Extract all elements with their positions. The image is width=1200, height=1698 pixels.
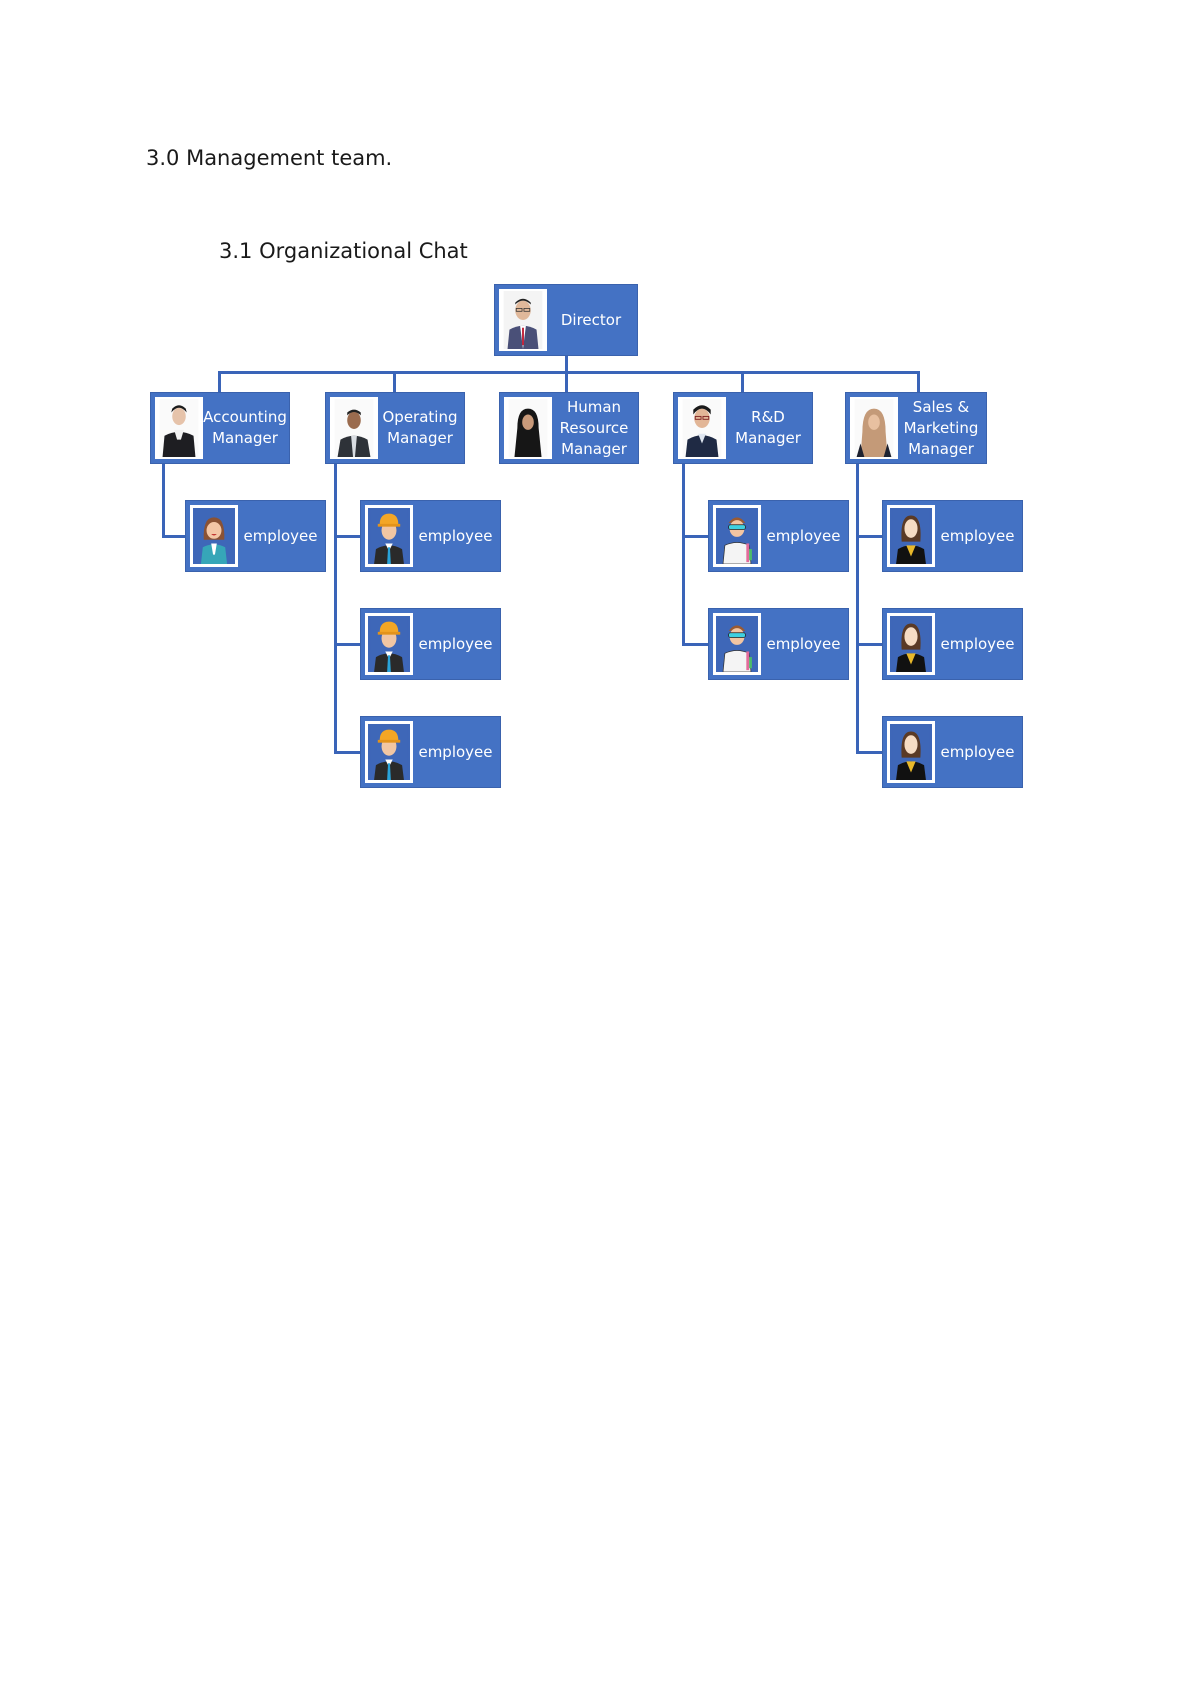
manager-node-hr[interactable]: Human Resource Manager [499,392,639,464]
cartoon-engineer-hardhat-icon [365,505,413,567]
employee-node[interactable]: employee [360,608,501,680]
employee-label: employee [418,742,493,761]
cartoon-scientist-icon [713,505,761,567]
accounting-manager-title: Accounting Manager [203,408,287,447]
connector-sales-vert [856,464,859,754]
connector-operating-emp1 [334,535,360,538]
connector-accounting [218,371,221,392]
connector-rd [741,371,744,392]
sales-manager-photo-icon [850,397,898,459]
hr-manager-title: Human Resource Manager [559,397,629,458]
operating-manager-photo-icon [330,397,378,459]
employee-node[interactable]: employee [360,716,501,788]
connector-operating-emp2 [334,643,360,646]
cartoon-scientist-icon [713,613,761,675]
connector-rd-emp2 [682,643,708,646]
manager-node-sales[interactable]: Sales & Marketing Manager [845,392,987,464]
manager-node-operating[interactable]: Operating Manager [325,392,465,464]
manager-node-rd[interactable]: R&D Manager [673,392,813,464]
rd-manager-title: R&D Manager [735,408,801,447]
director-title: Director [560,310,622,329]
connector-accounting-vert [162,464,165,537]
connector-operating-vert [334,464,337,754]
section-heading: 3.0 Management team. [146,146,393,170]
operating-manager-title: Operating Manager [382,408,458,447]
connector-rd-emp1 [682,535,708,538]
employee-node[interactable]: employee [882,608,1023,680]
hr-manager-photo-icon [504,397,552,459]
connector-rd-vert [682,464,685,646]
employee-node[interactable]: employee [882,716,1023,788]
cartoon-engineer-hardhat-icon [365,613,413,675]
connector-operating-emp3 [334,751,360,754]
connector-hr [565,371,568,392]
connector-sales-emp3 [856,751,882,754]
director-node[interactable]: Director [494,284,638,356]
businesswoman-icon [887,721,935,783]
employee-label: employee [418,526,493,545]
businesswoman-icon [887,613,935,675]
employee-label: employee [940,526,1015,545]
accounting-manager-photo-icon [155,397,203,459]
employee-label: employee [940,634,1015,653]
director-photo-icon [499,289,547,351]
employee-node[interactable]: employee [360,500,501,572]
cartoon-woman-office-icon [190,505,238,567]
subsection-heading: 3.1 Organizational Chat [219,239,468,263]
employee-node[interactable]: employee [708,500,849,572]
connector-operating [393,371,396,392]
rd-manager-photo-icon [678,397,726,459]
connector-director-down [565,356,568,373]
employee-label: employee [766,634,841,653]
employee-label: employee [243,526,318,545]
employee-node[interactable]: employee [882,500,1023,572]
connector-bus [218,371,920,374]
connector-sales [917,371,920,392]
employee-node[interactable]: employee [708,608,849,680]
employee-node[interactable]: employee [185,500,326,572]
connector-sales-emp1 [856,535,882,538]
connector-sales-emp2 [856,643,882,646]
cartoon-engineer-hardhat-icon [365,721,413,783]
employee-label: employee [418,634,493,653]
sales-manager-title: Sales & Marketing Manager [903,397,979,458]
employee-label: employee [766,526,841,545]
manager-node-accounting[interactable]: Accounting Manager [150,392,290,464]
employee-label: employee [940,742,1015,761]
businesswoman-icon [887,505,935,567]
connector-accounting-emp1 [162,535,185,538]
